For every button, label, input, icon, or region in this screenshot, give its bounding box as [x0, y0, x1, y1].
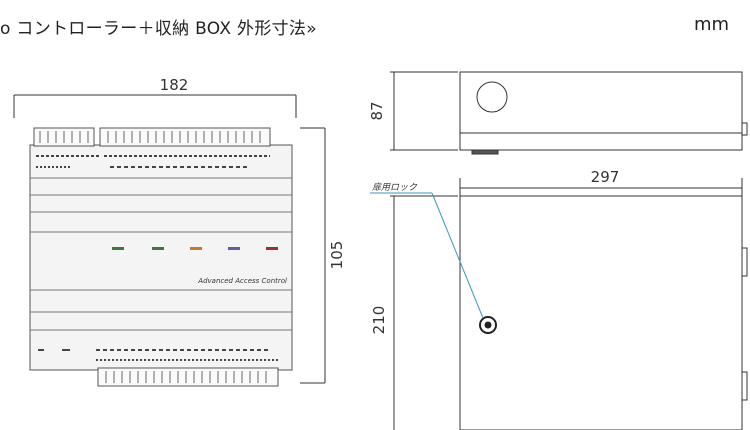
lock-callout-line — [370, 192, 484, 319]
page-title: o コントローラー＋収納 BOX 外形寸法» — [0, 19, 317, 39]
box-front-view — [390, 195, 748, 430]
product-label: Advanced Access Control — [197, 277, 287, 285]
box-depth-label: 87 — [368, 101, 386, 120]
controller-height-label: 105 — [328, 241, 346, 270]
controller-width-dimension — [13, 94, 297, 118]
box-width-dimension — [459, 178, 743, 196]
lock-icon — [479, 316, 497, 334]
controller-height-dimension — [300, 127, 326, 384]
controller-drawing: 182 105 — [13, 76, 346, 387]
controller-width-label: 182 — [160, 76, 189, 94]
status-leds — [112, 247, 278, 250]
controller-body: Advanced Access Control — [29, 127, 293, 387]
box-height-label: 210 — [370, 306, 388, 335]
box-drawing: 87 297 210 扉用ロック — [368, 71, 748, 430]
box-width-label: 297 — [591, 168, 620, 186]
lock-callout-label: 扉用ロック — [372, 182, 418, 193]
box-top-view — [390, 71, 748, 155]
unit-label: mm — [694, 14, 730, 35]
